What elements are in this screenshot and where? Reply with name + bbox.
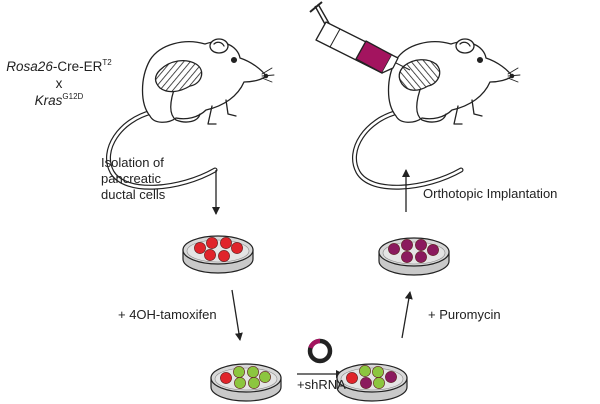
- isolation-step-label: Isolation of pancreatic ductal cells: [101, 155, 166, 202]
- dish-isolated-cells: [182, 235, 254, 274]
- shrna-step-label: +shRNA: [297, 377, 346, 392]
- donor-mouse-icon: [105, 38, 275, 190]
- pancreas-icon: [154, 59, 203, 93]
- pancreas-icon: [398, 59, 441, 91]
- green-cell: [234, 377, 246, 389]
- red-cell: [204, 249, 216, 261]
- green-cell: [359, 365, 371, 377]
- purple-cell: [388, 243, 400, 255]
- plasmid-icon: [307, 338, 333, 364]
- green-cell: [372, 366, 384, 378]
- implantation-step-label: Orthotopic Implantation: [423, 186, 558, 201]
- green-cell: [373, 377, 385, 389]
- red-cell: [220, 237, 232, 249]
- purple-cell: [427, 244, 439, 256]
- genotype-label: Rosa26-Cre-ERT2 x KrasG12D: [4, 58, 114, 109]
- puromycin-step-label: + Puromycin: [428, 307, 501, 322]
- purple-cell: [415, 239, 427, 251]
- purple-cell: [401, 251, 413, 263]
- workflow-arrows: [212, 169, 413, 378]
- genotype-line-rosa26: Rosa26-Cre-ERT2: [6, 58, 112, 75]
- purple-cell: [401, 239, 413, 251]
- purple-cell: [385, 371, 397, 383]
- green-cell: [233, 366, 245, 378]
- purple-cell: [415, 251, 427, 263]
- dish-puromycin-selected: [378, 237, 450, 276]
- red-cell: [346, 372, 358, 384]
- syringe-icon: [309, 1, 411, 74]
- red-cell: [220, 372, 232, 384]
- recipient-mouse-icon: [351, 38, 521, 190]
- genotype-line-cross: x: [55, 76, 63, 91]
- red-cell: [206, 237, 218, 249]
- tamoxifen-step-label: + 4OH-tamoxifen: [118, 307, 217, 322]
- arrow-icon: [231, 289, 243, 341]
- red-cell: [194, 242, 206, 254]
- green-cell: [248, 377, 260, 389]
- green-cell: [247, 366, 259, 378]
- dish-shrna-transduced: [336, 363, 408, 402]
- genotype-line-kras: KrasG12D: [34, 92, 84, 109]
- red-cell: [231, 242, 243, 254]
- arrow-icon: [401, 291, 413, 339]
- red-cell: [218, 250, 230, 262]
- culture-dishes: [182, 235, 450, 402]
- dish-tamoxifen-treated: [210, 363, 282, 402]
- green-cell: [259, 371, 271, 383]
- purple-cell: [360, 377, 372, 389]
